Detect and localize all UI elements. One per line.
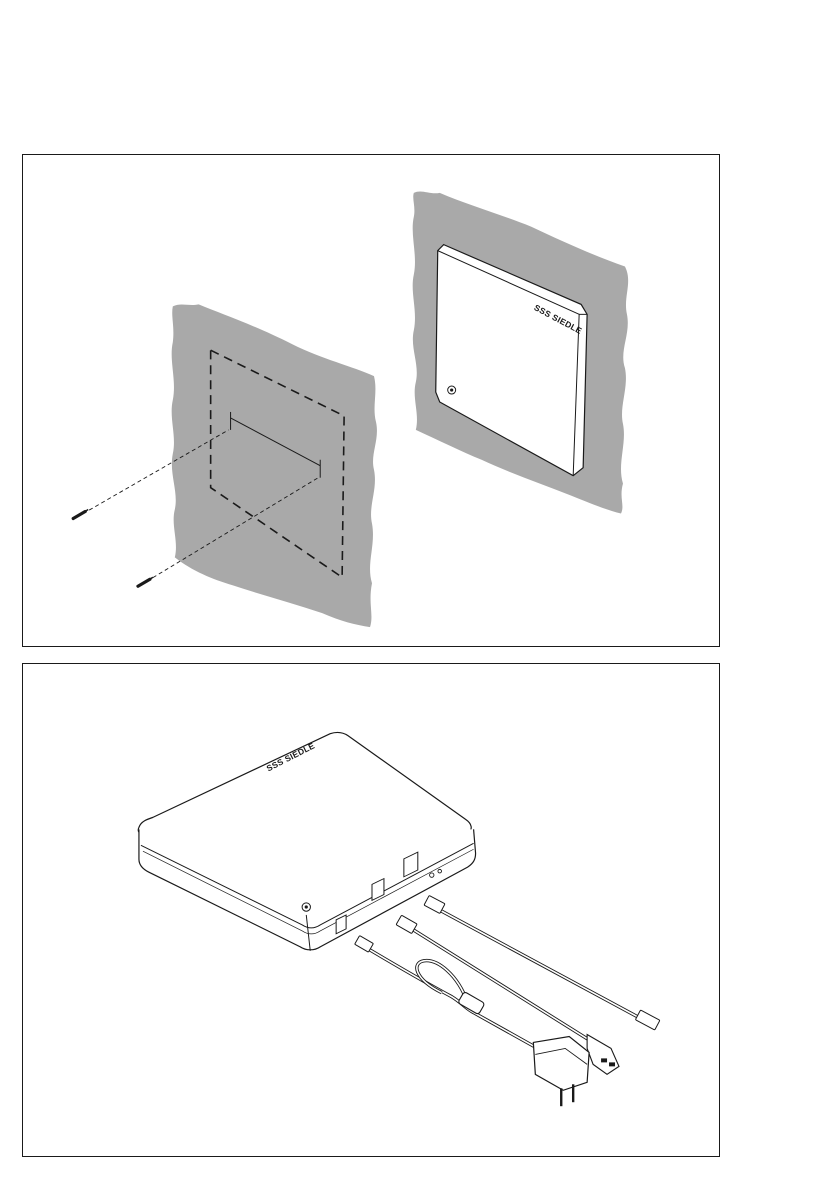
rj-plug-icon (635, 1010, 659, 1030)
tae-plug-icon (587, 1034, 619, 1074)
figure-wall-mounting: SSS SIEDLE (22, 154, 720, 647)
figure-connections: SSS SIEDLE (22, 663, 720, 1157)
connections-illustration: SSS SIEDLE (23, 664, 719, 1156)
power-cable (355, 936, 589, 1107)
ferrite-core-icon (458, 991, 485, 1014)
screw-icon (73, 510, 88, 519)
wall-mounting-illustration: SSS SIEDLE (23, 155, 719, 646)
rj-plug-icon (424, 895, 445, 913)
power-adapter-icon (533, 1036, 589, 1106)
base-station-device: SSS SIEDLE (138, 732, 475, 950)
screw-icon (138, 577, 153, 586)
wall-patch-left (172, 304, 377, 627)
